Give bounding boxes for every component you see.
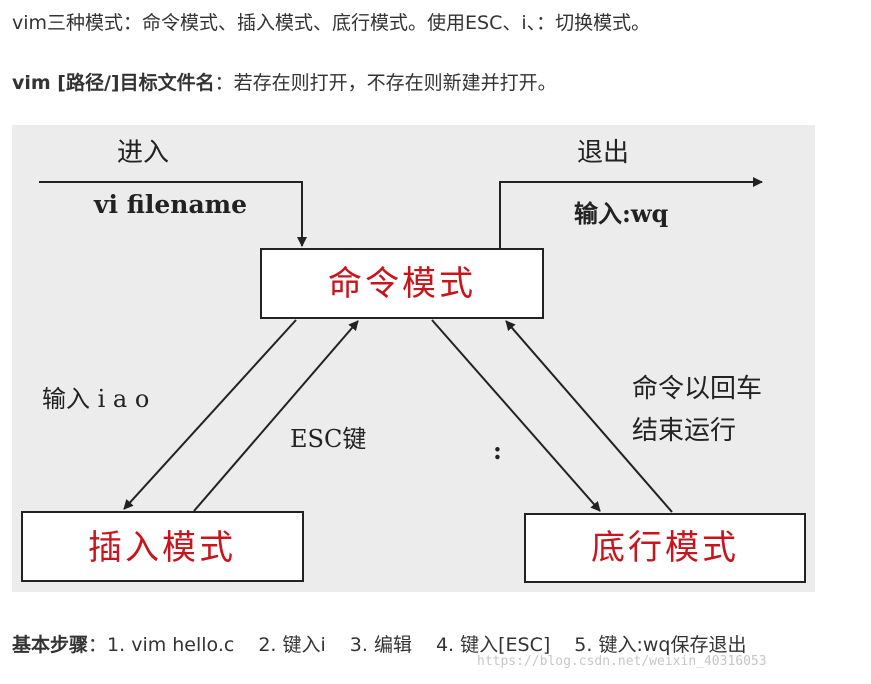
command-mode-box (260, 248, 544, 319)
lastline-mode-label: 底行模式 (591, 528, 739, 568)
vim-modes-diagram: 进入 vi filename 退出 输入:wq 命令模式 插入模式 底行模式 输… (12, 125, 815, 592)
step-item: 3. 编辑 (349, 634, 412, 656)
diagram-canvas: 进入 vi filename 退出 输入:wq 命令模式 插入模式 底行模式 输… (21, 138, 806, 583)
from-lastline-label-line1: 命令以回车 (632, 374, 762, 404)
enter-label: 进入 (117, 138, 169, 168)
steps-paragraph: 基本步骤：1. vim hello.c 2. 键入i 3. 编辑 4. 键入[ESC]… (12, 632, 746, 658)
to-insert-label: 输入 i a o (42, 385, 149, 413)
from-insert-label: ESC键 (290, 425, 366, 453)
exit-arrow (499, 177, 763, 248)
steps-title: 基本步骤 (12, 634, 89, 656)
exit-command: 输入:wq (574, 199, 669, 228)
from-lastline-arrow (505, 320, 673, 513)
command-mode-label: 命令模式 (328, 264, 476, 304)
insert-mode-box (21, 511, 304, 582)
intro-paragraph: vim三种模式：命令模式、插入模式、底行模式。使用ESC、i、：切换模式。 (12, 10, 650, 36)
step-item: 5. 键入:wq保存退出 (574, 634, 747, 656)
from-lastline-label-line2: 结束运行 (632, 416, 736, 446)
to-lastline-arrow (431, 319, 601, 512)
open-file-paragraph: vim [路径/]目标文件名：若存在则打开，不存在则新建并打开。 (12, 70, 557, 96)
steps-colon: ： (88, 634, 108, 656)
exit-label: 退出 (577, 138, 629, 168)
open-file-description: ：若存在则打开，不存在则新建并打开。 (214, 72, 557, 94)
intro-text: vim三种模式：命令模式、插入模式、底行模式。使用ESC、i、：切换模式。 (12, 12, 651, 34)
enter-arrow (39, 181, 307, 247)
from-insert-arrow (193, 320, 359, 512)
insert-mode-label: 插入模式 (88, 528, 236, 568)
to-insert-arrow (123, 319, 297, 510)
step-item: 1. vim hello.c (107, 634, 235, 656)
open-file-command: vim [路径/]目标文件名 (12, 72, 215, 94)
step-item: 4. 键入[ESC] (435, 634, 551, 656)
watermark: https://blog.csdn.net/weixin_40316053 (477, 654, 767, 669)
to-lastline-label: : (493, 436, 502, 465)
enter-command: vi filename (93, 190, 247, 219)
lastline-mode-box (524, 513, 806, 583)
step-item: 2. 键入i (258, 634, 326, 656)
